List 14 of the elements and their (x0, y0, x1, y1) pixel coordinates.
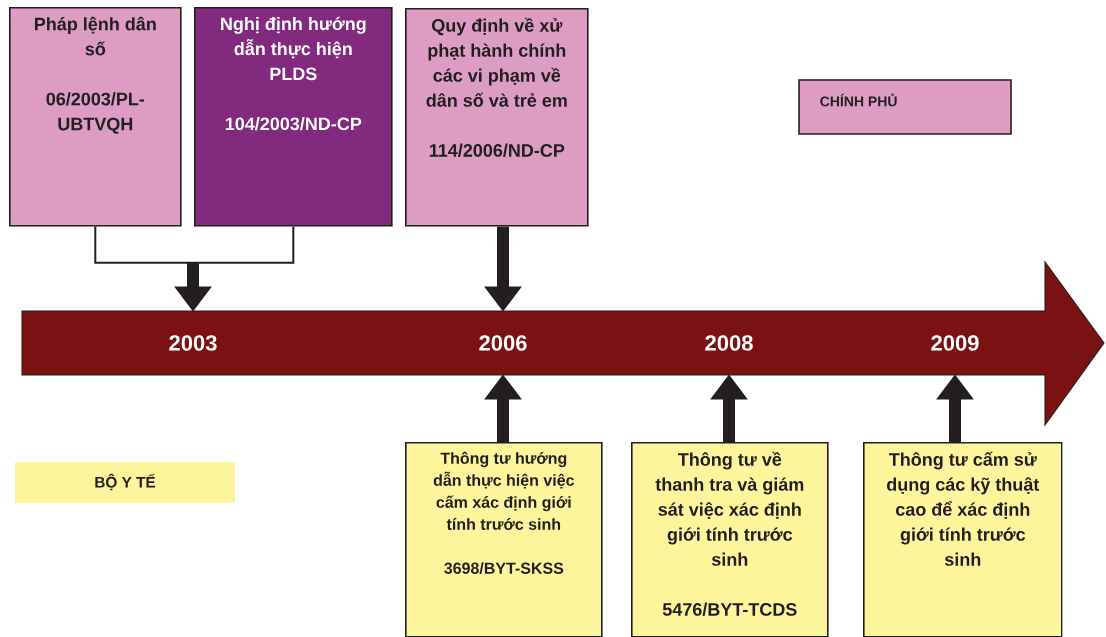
bracket-line (94, 225, 194, 264)
document-box: Thông tư hướng dẫn thực hiện việc cấm xác định giới tính trước sinh 3698/BYT-SKSS (405, 442, 603, 637)
document-box: Pháp lệnh dân số 06/2003/PL-UBTVQH (9, 7, 182, 227)
document-box: Thông tư cấm sử dụng các kỹ thuật cao để xác định giới tính trước sinh (863, 442, 1063, 637)
legend-text: CHÍNH PHỦ (820, 93, 897, 107)
year-label: 2006 (479, 335, 527, 351)
legend-text: BỘ Y TẾ (95, 473, 156, 491)
document-box: Nghị định hướng dẫn thực hiện PLDS 104/2003/ND-CP (194, 7, 393, 227)
year-label: 2008 (705, 335, 753, 351)
bracket-line (192, 225, 295, 264)
year-label: 2003 (169, 335, 217, 351)
document-box: Quy định về xử phạt hành chính các vi phạm về dân số và trẻ em 114/2006/ND-CP (405, 8, 589, 227)
year-label: 2009 (931, 335, 979, 351)
document-box: Thông tư về thanh tra và giám sát việc xác định giới tính trước sinh 5476/BYT-TCDS (631, 442, 829, 637)
